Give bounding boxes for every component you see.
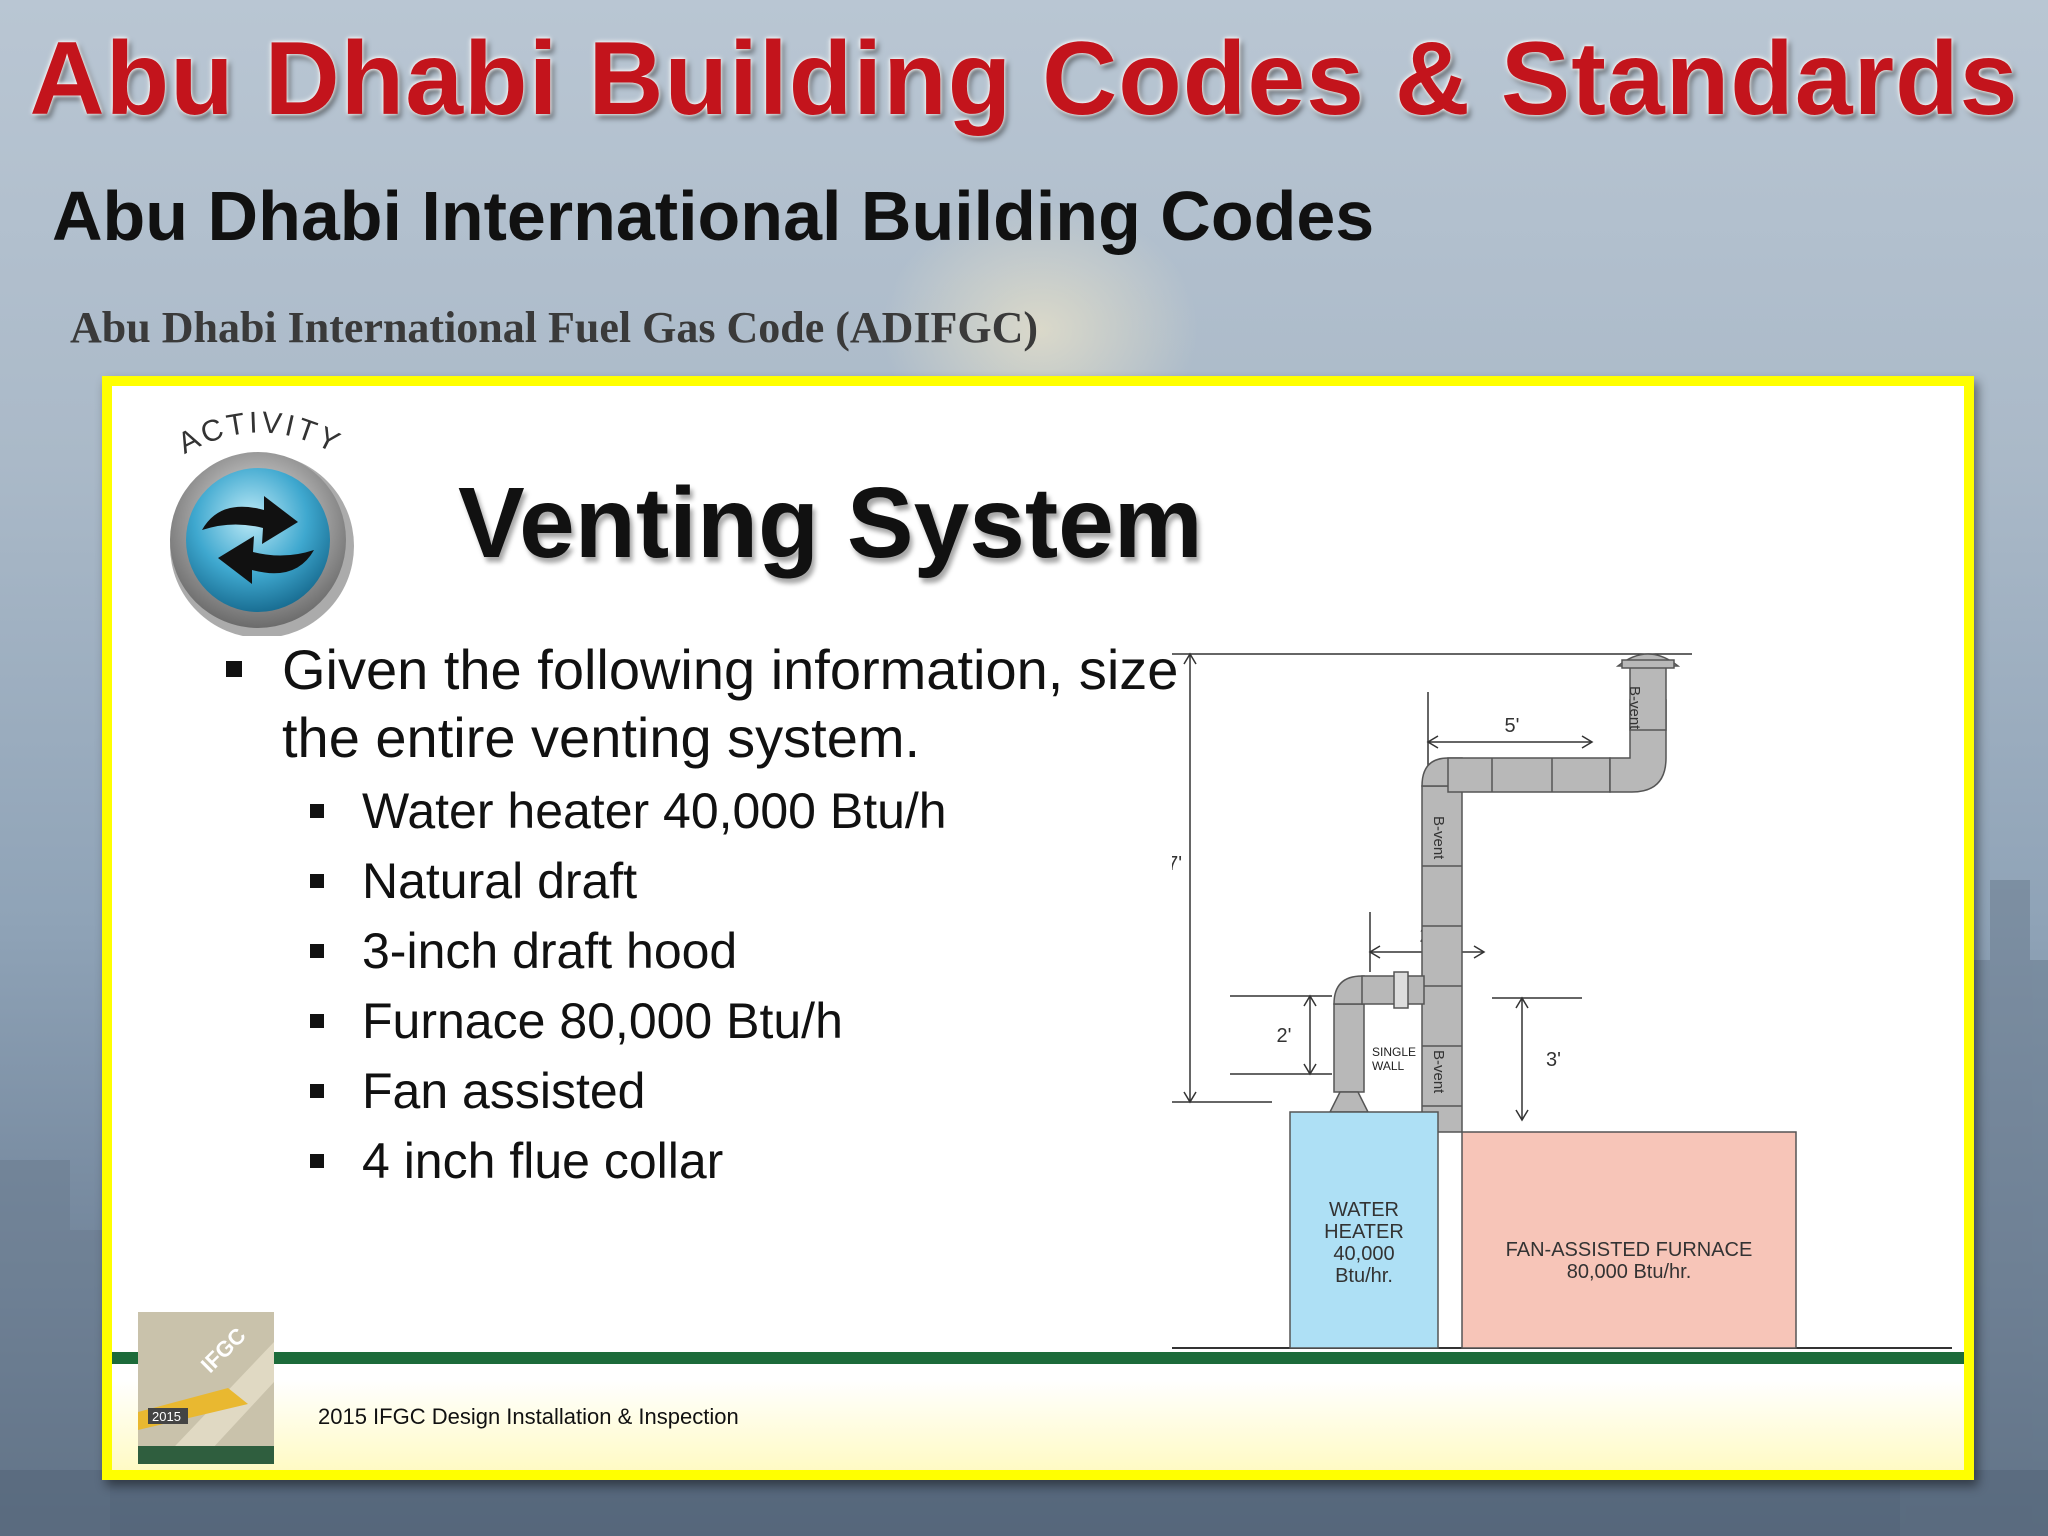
page-subtitle: Abu Dhabi International Building Codes	[52, 177, 1375, 255]
bullet-square-icon	[226, 661, 242, 677]
intro-bullet-text: Given the following information, size th…	[282, 638, 1179, 769]
connector-rise-dimension: 2'	[1230, 994, 1332, 1076]
bullet-square-icon	[310, 1084, 324, 1098]
embedded-slide: ACTIVITY Venting System Given the follow…	[112, 386, 1964, 1470]
intro-bullet: Given the following information, size th…	[212, 636, 1252, 772]
bullet-square-icon	[310, 804, 324, 818]
embedded-slide-frame: ACTIVITY Venting System Given the follow…	[102, 376, 1974, 1480]
list-item: 3-inch draft hood	[212, 916, 1252, 986]
list-item-text: Water heater 40,000 Btu/h	[362, 783, 947, 839]
vent-label-top: B-vent	[1626, 686, 1643, 730]
list-item: Fan assisted	[212, 1056, 1252, 1126]
bullet-square-icon	[310, 1014, 324, 1028]
bullet-square-icon	[310, 944, 324, 958]
activity-refresh-icon: ACTIVITY	[170, 406, 354, 636]
bullet-square-icon	[310, 874, 324, 888]
list-item-text: Natural draft	[362, 853, 638, 909]
list-item-text: 4 inch flue collar	[362, 1133, 724, 1189]
slide-footer-text: 2015 IFGC Design Installation & Inspecti…	[318, 1404, 739, 1429]
single-wall-label-2: WALL	[1372, 1059, 1405, 1073]
slide-title: Venting System	[458, 467, 1203, 579]
height-label: 17'	[1172, 853, 1182, 875]
vent-pipes	[1328, 653, 1681, 1133]
list-item: Furnace 80,000 Btu/h	[212, 986, 1252, 1056]
overall-height-dimension: 17'	[1172, 652, 1692, 1104]
list-item: 4 inch flue collar	[212, 1126, 1252, 1196]
main-title: Abu Dhabi Building Codes & Standards	[29, 21, 2019, 137]
furnace-label-2: 80,000 Btu/hr.	[1567, 1261, 1692, 1283]
bullet-square-icon	[310, 1154, 324, 1168]
list-item-text: Furnace 80,000 Btu/h	[362, 993, 843, 1049]
list-item: Natural draft	[212, 846, 1252, 916]
water-heater-label-3: 40,000	[1333, 1243, 1394, 1265]
top-run-dimension: 5'	[1426, 692, 1594, 766]
book-year: 2015	[152, 1409, 181, 1424]
furnace-box	[1461, 1131, 1797, 1349]
vent-label-bottom: B-vent	[1430, 1050, 1447, 1094]
vent-label-middle: B-vent	[1430, 816, 1447, 860]
code-name-heading: Abu Dhabi International Fuel Gas Code (A…	[70, 303, 1039, 352]
bullet-list: Given the following information, size th…	[212, 636, 1252, 1196]
single-wall-label: SINGLE	[1372, 1045, 1416, 1059]
furnace-rise-dimension: 3'	[1492, 996, 1582, 1122]
water-heater-label-2: HEATER	[1324, 1221, 1404, 1243]
venting-system-diagram: 17' 5' 2' 2'	[1172, 652, 1952, 1349]
water-heater-label-4: Btu/hr.	[1335, 1265, 1393, 1287]
top-run-label: 5'	[1505, 715, 1520, 737]
furnace-label-1: FAN-ASSISTED FURNACE	[1506, 1239, 1753, 1261]
info-sub-list: Water heater 40,000 Btu/h Natural draft …	[212, 776, 1252, 1196]
footer-rule	[112, 1352, 1964, 1364]
list-item: Water heater 40,000 Btu/h	[212, 776, 1252, 846]
list-item-text: 3-inch draft hood	[362, 923, 738, 979]
furnace-rise-label: 3'	[1546, 1049, 1561, 1071]
water-heater-box	[1289, 1111, 1439, 1349]
list-item-text: Fan assisted	[362, 1063, 646, 1119]
connector-rise-label: 2'	[1277, 1025, 1292, 1047]
slide-footer-fade	[112, 1380, 1964, 1470]
water-heater-label-1: WATER	[1329, 1199, 1399, 1221]
ifgc-book-cover-icon: IFGC 2015	[138, 1312, 274, 1464]
